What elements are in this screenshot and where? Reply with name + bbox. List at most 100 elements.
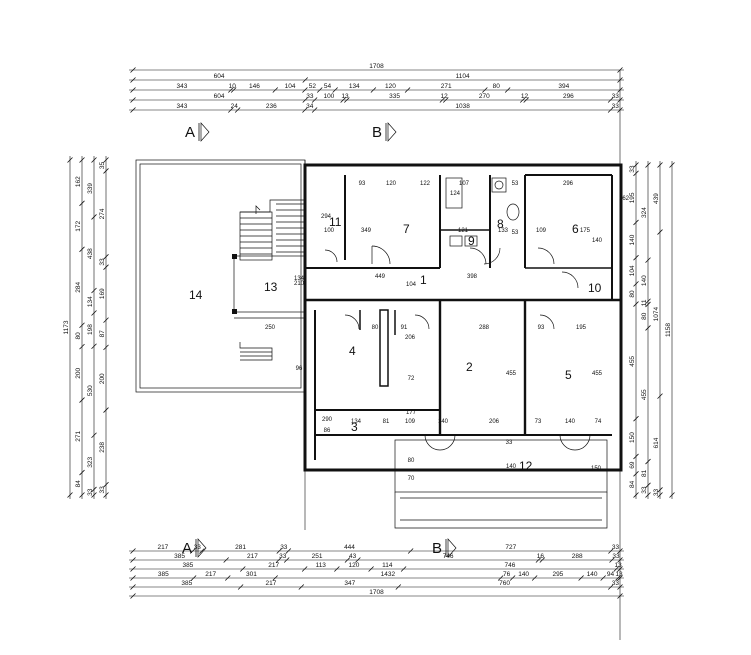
- inner-dim-label: 449: [375, 274, 386, 280]
- top-dim-tick: [404, 87, 411, 93]
- right-dim-value: 140: [629, 234, 636, 245]
- top-dim-value: 33: [612, 103, 620, 110]
- bottom-dim-value: 295: [552, 571, 563, 578]
- bottom-dim-value: 288: [572, 553, 583, 560]
- right-dim-tick: [645, 301, 651, 308]
- bottom-dim-tick: [285, 548, 292, 554]
- left-dimension-chain: 1173162172284802002718433943813419853032…: [63, 156, 109, 499]
- bottom-dim-value: 140: [587, 571, 598, 578]
- right-dim-value: 104: [629, 265, 636, 276]
- inner-dim-label: 134: [351, 419, 362, 425]
- inner-dim-label: 455: [506, 371, 517, 377]
- right-dim-tick: [645, 325, 651, 331]
- room-number: 11: [329, 215, 342, 229]
- inner-dim-label: 290: [322, 417, 333, 423]
- bottom-dim-tick: [407, 548, 414, 554]
- left-dim-tick: [91, 157, 97, 163]
- covered-terrace: [232, 254, 306, 361]
- top-dim-tick: [130, 87, 136, 93]
- right-dim-tick: [657, 487, 663, 493]
- left-dim-value: 87: [99, 330, 106, 338]
- right-dim-value: 33: [653, 488, 660, 496]
- axis-lines: [304, 70, 621, 640]
- right-dim-value: 80: [641, 312, 648, 320]
- room-number: 6: [572, 222, 579, 236]
- bottom-dim-value: 251: [312, 553, 323, 560]
- bottom-dim-value: 385: [174, 553, 185, 560]
- top-dim-value: 296: [563, 93, 574, 100]
- top-dim-tick: [302, 107, 308, 113]
- inner-dim-label: 140: [438, 419, 449, 425]
- top-dim-tick: [504, 87, 511, 93]
- room-number: 12: [519, 459, 533, 473]
- bottom-dim-value: 217: [266, 580, 277, 587]
- left-dim-tick: [79, 200, 85, 207]
- top-dim-tick: [302, 97, 309, 103]
- top-dim-value: 33: [306, 93, 314, 100]
- bottom-dim-value: 217: [157, 544, 168, 551]
- right-dim-tick: [633, 254, 639, 261]
- top-dim-value: 24: [231, 103, 239, 110]
- inner-dim-label: 150: [591, 466, 602, 472]
- top-dim-value: 343: [176, 83, 187, 90]
- right-dim-value: 80: [629, 290, 636, 298]
- left-dim-value: 284: [75, 281, 82, 292]
- inner-dim-label: 100: [324, 228, 335, 234]
- left-dim-value: 339: [87, 183, 94, 194]
- left-dim-value: 35: [99, 161, 106, 169]
- inner-dim-label: 140: [565, 419, 576, 425]
- inner-dim-label: 96: [296, 366, 303, 372]
- room-number: 9: [468, 234, 475, 248]
- inner-dim-label: 81: [383, 419, 390, 425]
- bottom-dim-tick: [368, 566, 374, 572]
- left-dim-tick: [79, 157, 85, 163]
- bottom-dim-tick: [225, 575, 231, 581]
- top-dim-value: 271: [441, 83, 452, 90]
- room-labels: 1 2 3 4 5 6 7 8 9 10 11 12 13 14: [189, 215, 602, 473]
- left-dim-tick: [91, 343, 97, 350]
- right-dim-tick: [633, 453, 639, 460]
- right-dim-tick: [633, 281, 639, 287]
- inner-dim-label: 93: [359, 181, 366, 187]
- left-dim-value: 530: [87, 385, 94, 396]
- bottom-dim-tick: [130, 548, 136, 554]
- left-dim-value: 1173: [63, 320, 70, 334]
- right-dim-tick: [645, 492, 651, 498]
- left-dim-tick: [79, 492, 85, 498]
- inner-dim-label: 124: [450, 191, 461, 197]
- inner-dim-label: 73: [535, 419, 542, 425]
- bottom-dim-value: 113: [316, 562, 327, 569]
- top-dim-tick: [130, 67, 136, 73]
- bottom-dim-tick: [395, 584, 402, 590]
- bottom-dim-value: 385: [181, 580, 192, 587]
- top-dim-value: 52: [309, 83, 317, 90]
- inner-dim-label: 80: [408, 458, 415, 464]
- inner-dim-label: 206: [489, 419, 500, 425]
- right-dim-value: 84: [629, 480, 636, 488]
- bottom-dim-tick: [613, 566, 620, 572]
- right-dim-value: 11: [641, 299, 648, 306]
- bottom-dim-value: 33: [612, 544, 620, 551]
- top-dim-tick: [607, 107, 614, 113]
- bottom-dim-value: 33: [279, 553, 287, 560]
- top-dim-value: 604: [214, 93, 225, 100]
- bottom-dim-tick: [615, 575, 621, 581]
- top-dim-tick: [344, 97, 350, 103]
- left-dim-tick: [79, 469, 85, 476]
- inner-dim-label: 91: [401, 325, 408, 331]
- top-dim-tick: [443, 97, 449, 103]
- bottom-dim-value: 33: [612, 553, 620, 560]
- right-dim-value: 140: [641, 275, 648, 286]
- right-dim-tick: [633, 492, 639, 498]
- left-dim-tick: [67, 157, 73, 163]
- right-dim-tick: [645, 298, 651, 305]
- right-dim-value: 195: [629, 192, 636, 203]
- bottom-dim-tick: [130, 593, 136, 599]
- bottom-dim-value: 1708: [369, 589, 384, 596]
- inner-dim-label: 109: [536, 228, 547, 234]
- right-dim-value: 1158: [665, 323, 672, 337]
- inner-dim-label: 455: [592, 371, 603, 377]
- bottom-dim-value: 33: [612, 580, 620, 587]
- bottom-dim-tick: [223, 557, 229, 563]
